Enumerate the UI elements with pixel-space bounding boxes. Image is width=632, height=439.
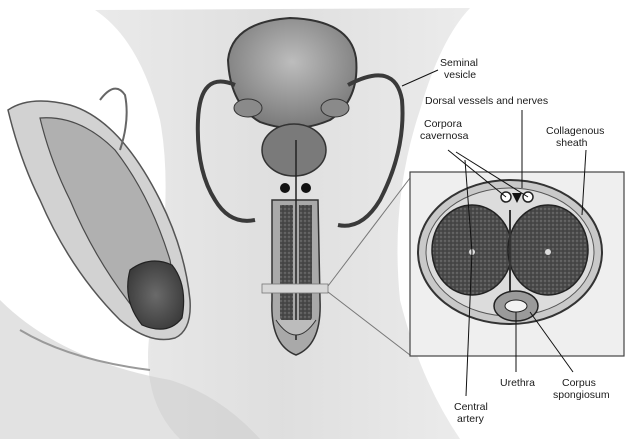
label-urethra: Urethra: [500, 377, 535, 389]
cross-section: [410, 172, 624, 356]
label-dorsal-vessels: Dorsal vessels and nerves: [425, 95, 548, 107]
